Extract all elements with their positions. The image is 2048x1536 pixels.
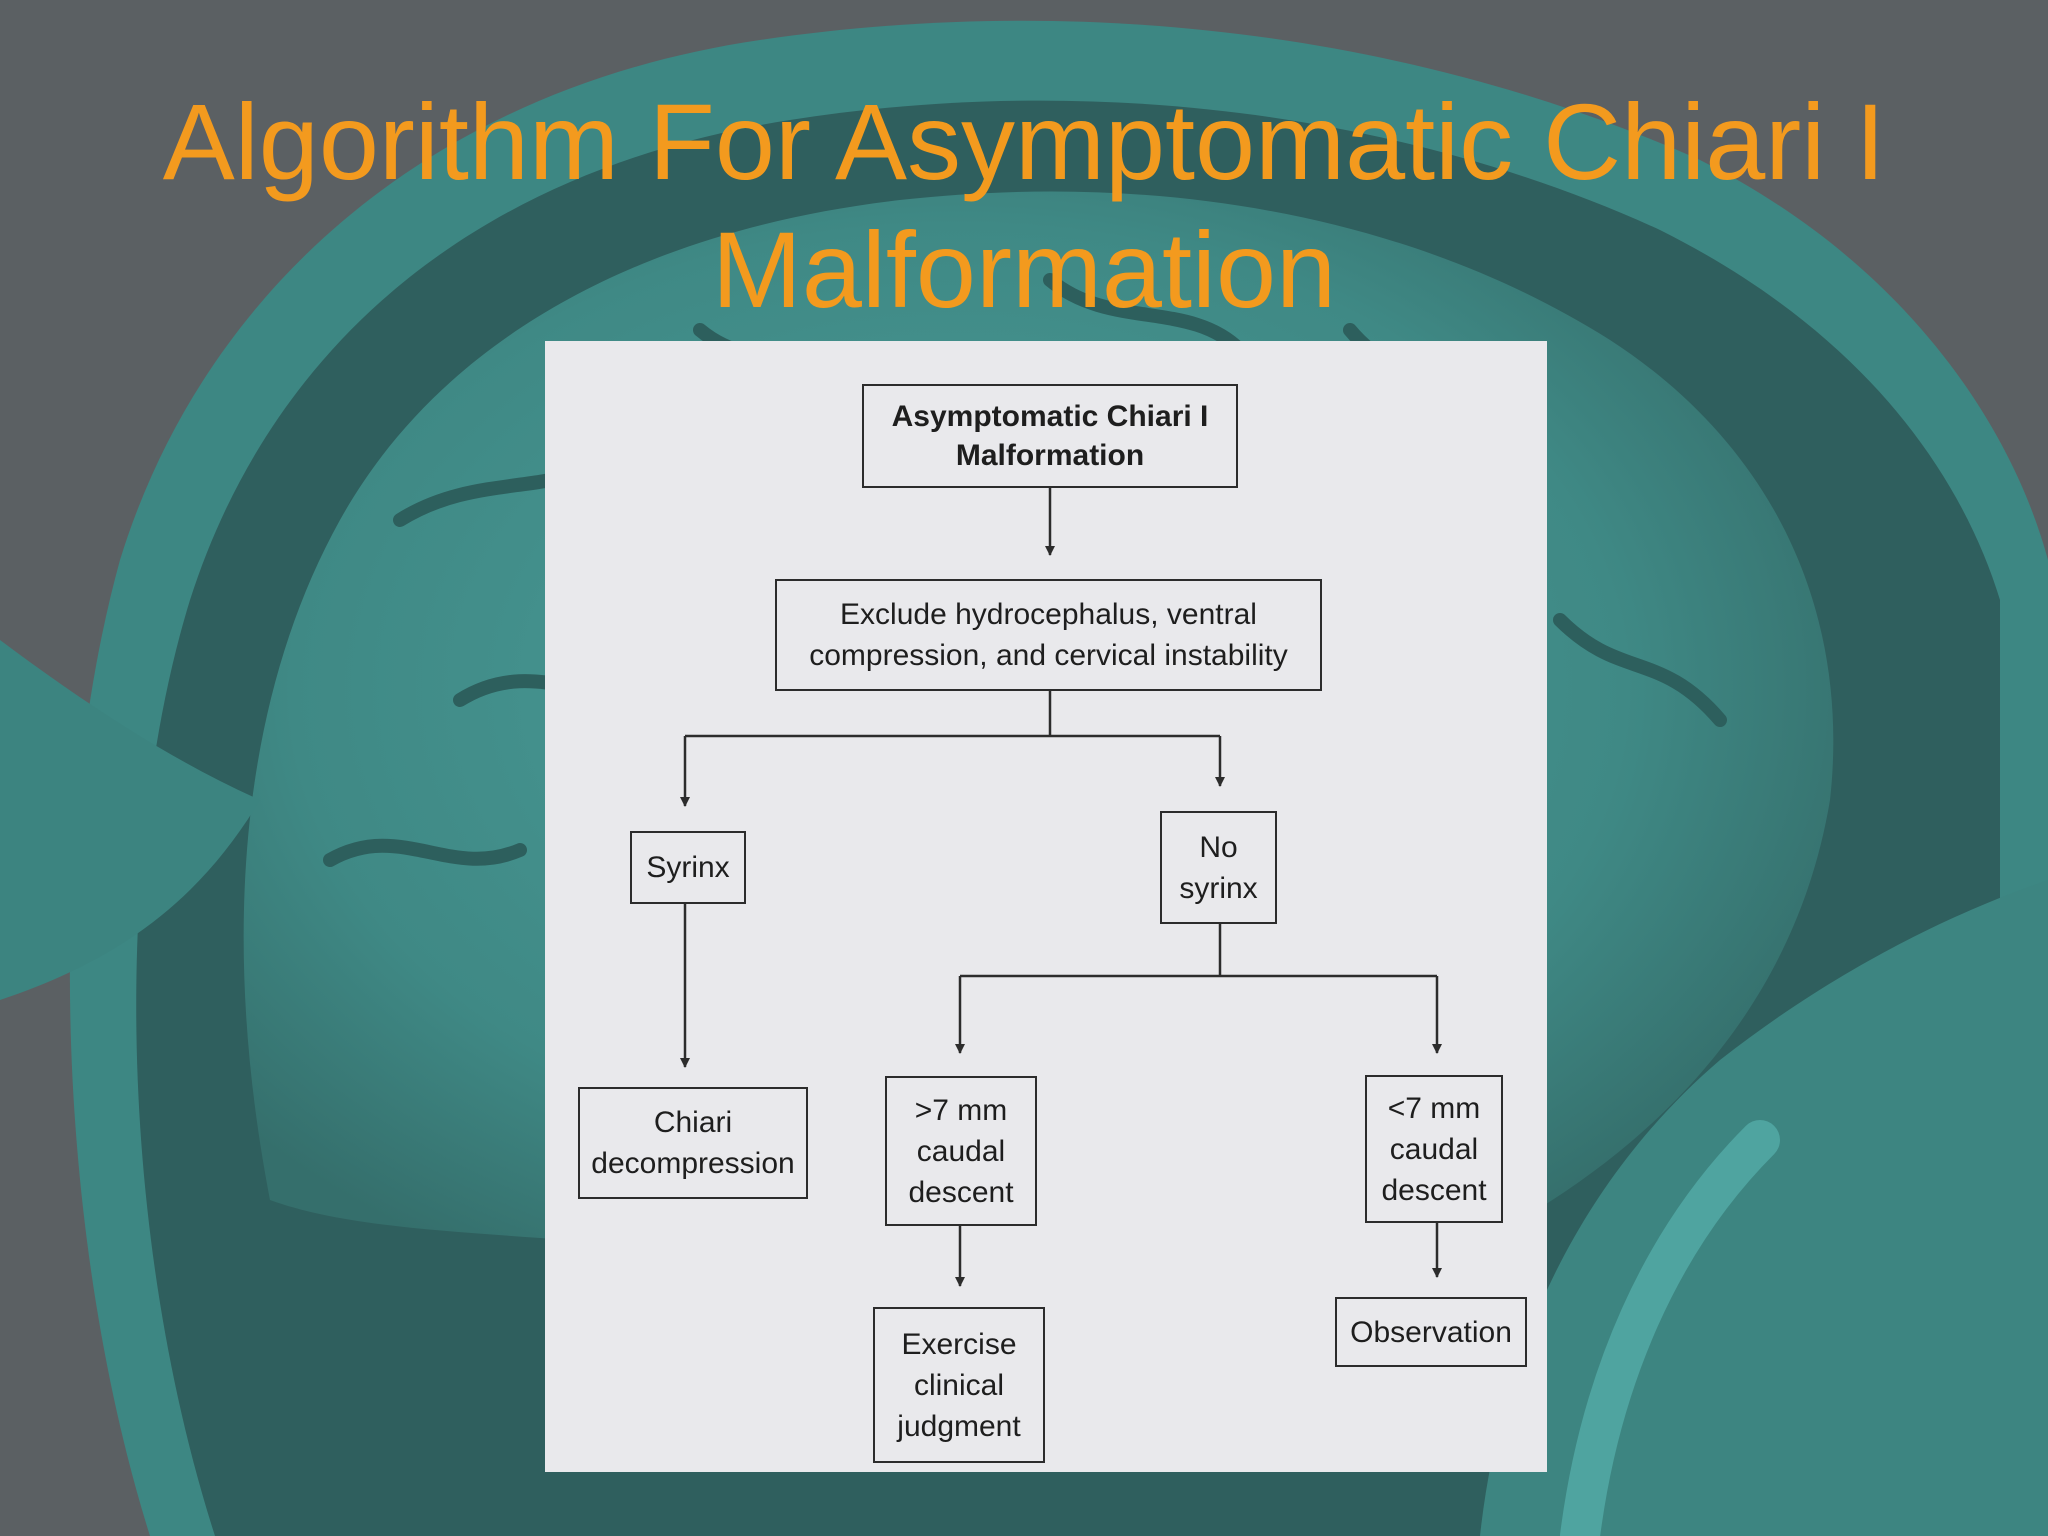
- node-label-line: decompression: [591, 1147, 795, 1180]
- node-label-line: caudal: [1389, 1132, 1479, 1166]
- slide-title-line-1: Algorithm For Asymptomatic Chiari I: [162, 81, 1886, 202]
- face-region: [0, 640, 260, 1000]
- node-chiari-decompression: Chiari decompression: [578, 1087, 808, 1199]
- node-label-line: Asymptomatic Chiari I: [891, 400, 1209, 433]
- node-label-line: Observation: [1350, 1315, 1512, 1349]
- node-gt7mm-caudal-descent: >7 mm caudal descent: [885, 1076, 1037, 1226]
- node-label-line: Syrinx: [646, 851, 730, 884]
- node-label-line: syrinx: [1179, 871, 1258, 905]
- slide-title-line-2: Malformation: [711, 209, 1337, 330]
- node-syrinx: Syrinx: [630, 831, 746, 904]
- node-label-line: descent: [908, 1175, 1014, 1209]
- node-label-line: >7 mm: [914, 1093, 1008, 1127]
- flowchart-paper: [545, 341, 1547, 1472]
- node-label-line: caudal: [916, 1134, 1006, 1168]
- node-label-line: <7 mm: [1387, 1091, 1481, 1125]
- node-no-syrinx: No syrinx: [1160, 811, 1277, 924]
- node-label-line: judgment: [897, 1409, 1021, 1443]
- node-lt7mm-caudal-descent: <7 mm caudal descent: [1365, 1075, 1503, 1223]
- node-label-line: Chiari: [653, 1106, 733, 1139]
- slide-title: Algorithm For Asymptomatic Chiari I Malf…: [0, 78, 2048, 334]
- node-observation: Observation: [1335, 1297, 1527, 1367]
- node-label-line: No: [1199, 830, 1238, 864]
- node-label-line: Exercise: [901, 1327, 1017, 1361]
- node-label-line: Malformation: [955, 439, 1145, 472]
- node-exercise-clinical-judgment: Exercise clinical judgment: [873, 1307, 1045, 1463]
- node-exclude-conditions: Exclude hydrocephalus, ventral compressi…: [775, 579, 1322, 691]
- node-label-line: clinical: [913, 1368, 1004, 1402]
- node-label-line: Exclude hydrocephalus, ventral: [840, 598, 1257, 631]
- node-label-line: descent: [1381, 1173, 1487, 1207]
- flowchart-figure: Asymptomatic Chiari I Malformation Exclu…: [545, 341, 1547, 1472]
- spinal-cord: [1560, 1120, 1780, 1536]
- node-asymptomatic-chiari: Asymptomatic Chiari I Malformation: [862, 384, 1238, 488]
- connectors: [680, 488, 1442, 1287]
- node-label-line: compression, and cervical instability: [809, 639, 1288, 672]
